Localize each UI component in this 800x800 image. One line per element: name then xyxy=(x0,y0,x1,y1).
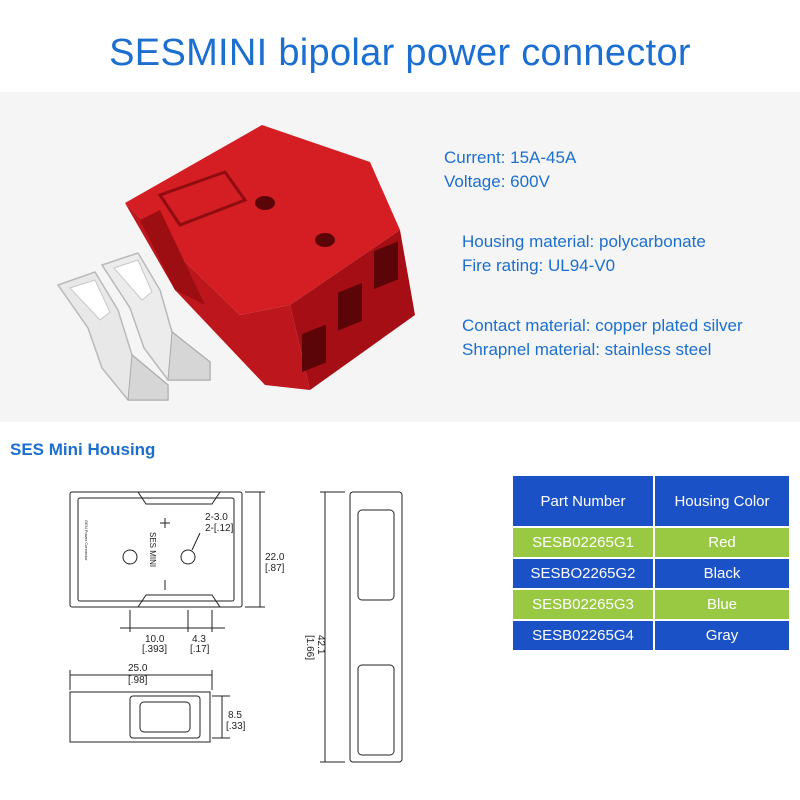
page-title: SESMINI bipolar power connector xyxy=(109,32,691,74)
contact-pin-right xyxy=(100,252,211,381)
housing-marking: SES MINI xyxy=(148,532,157,567)
height-dimension: 22.0 xyxy=(265,552,285,563)
spec-fire-rating: Fire rating: UL94-V0 xyxy=(462,256,616,275)
housing-specs: Housing material: polycarbonate Fire rat… xyxy=(462,230,706,278)
table-row: SESB02265G4 Gray xyxy=(512,620,790,651)
hole-dimension: 2-3.0 xyxy=(205,512,228,523)
table-row: SESBO2265G2 Black xyxy=(512,558,790,589)
dimension-drawing: 2-3.0 2-[.12] 22.0 [.87] 10.0 [.393] 4.3… xyxy=(69,491,403,763)
pitch-dimension-inch: [.393] xyxy=(142,644,167,655)
housing-color-cell: Black xyxy=(654,558,790,589)
spec-housing-material: Housing material: polycarbonate xyxy=(462,232,706,251)
part-number-cell: SESBO2265G2 xyxy=(512,558,654,589)
housing-color-cell: Gray xyxy=(654,620,790,651)
contact-specs: Contact material: copper plated silver S… xyxy=(462,314,743,362)
part-number-cell: SESB02265G1 xyxy=(512,527,654,558)
table-row: SESB02265G3 Blue xyxy=(512,589,790,620)
pitch-dimension: 10.0 xyxy=(145,634,165,645)
mount-hole-right xyxy=(180,549,196,565)
contact-pin-left xyxy=(56,271,169,401)
part-number-cell: SESB02265G3 xyxy=(512,589,654,620)
top-view-outline xyxy=(69,491,243,608)
spec-shrapnel-material: Shrapnel material: stainless steel xyxy=(462,340,712,359)
table-header-row: Part Number Housing Color xyxy=(512,475,790,527)
length-view-outline xyxy=(349,491,403,763)
hole-dimension-inch: 2-[.12] xyxy=(205,523,234,534)
housing-color-cell: Red xyxy=(654,527,790,558)
width-dimension: 25.0 xyxy=(128,663,148,674)
thickness-dimension-inch: [.33] xyxy=(226,721,246,732)
housing-small-marking: GEN Power Connector xyxy=(84,520,89,561)
header-housing-color: Housing Color xyxy=(654,475,790,527)
table-row: SESB02265G1 Red xyxy=(512,527,790,558)
spec-voltage: Voltage: 600V xyxy=(444,172,550,191)
spec-current: Current: 15A-45A xyxy=(444,148,577,167)
part-number-cell: SESB02265G4 xyxy=(512,620,654,651)
height-dimension-inch: [.87] xyxy=(265,563,285,574)
thickness-dimension: 8.5 xyxy=(228,710,242,721)
side-view-outline xyxy=(69,691,211,743)
housing-section-title: SES Mini Housing xyxy=(10,440,156,459)
length-dimension: 42.1 xyxy=(315,635,326,655)
part-number-table: Part Number Housing Color SESB02265G1 Re… xyxy=(512,475,790,651)
red-housing xyxy=(125,125,415,390)
offset-dimension-inch: [.17] xyxy=(190,644,210,655)
connector-photo xyxy=(56,125,415,401)
spec-contact-material: Contact material: copper plated silver xyxy=(462,316,743,335)
offset-dimension: 4.3 xyxy=(192,634,206,645)
header-part-number: Part Number xyxy=(512,475,654,527)
mount-hole-left xyxy=(122,549,138,565)
housing-color-cell: Blue xyxy=(654,589,790,620)
width-dimension-inch: [.98] xyxy=(128,675,148,686)
electrical-specs: Current: 15A-45A Voltage: 600V xyxy=(444,146,576,194)
length-dimension-inch: [1.66] xyxy=(304,635,315,660)
